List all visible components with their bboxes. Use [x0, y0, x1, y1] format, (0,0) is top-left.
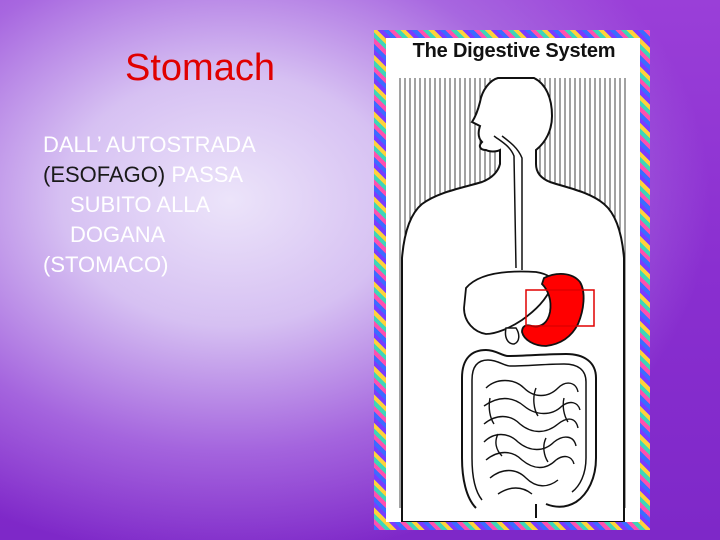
- body-term-esofago: (ESOFAGO): [43, 162, 166, 187]
- stomach: [521, 273, 585, 347]
- body-line-4: DOGANA: [70, 222, 166, 247]
- esophagus-inner: [501, 135, 523, 270]
- gallbladder: [504, 327, 520, 345]
- digestive-system-illustration: [399, 77, 626, 522]
- stomach-highlight-box: [525, 289, 595, 327]
- body-line-2: (ESOFAGO) PASSA: [43, 160, 363, 190]
- esophagus: [493, 135, 517, 269]
- large-intestine-inner: [471, 359, 587, 501]
- slide-title: Stomach: [125, 47, 275, 89]
- body-line-1: DALL’ AUTOSTRADA: [43, 132, 256, 157]
- body-line-2-rest: PASSA: [165, 162, 244, 187]
- large-intestine: [461, 348, 597, 509]
- liver: [463, 270, 554, 335]
- slide-body: DALL’ AUTOSTRADA (ESOFAGO) PASSA SUBITO …: [43, 130, 363, 280]
- figure-title: The Digestive System: [412, 40, 616, 62]
- small-intestine: [483, 379, 581, 495]
- body-line-5: (STOMACO): [43, 252, 169, 277]
- body-line-3: SUBITO ALLA: [70, 192, 211, 217]
